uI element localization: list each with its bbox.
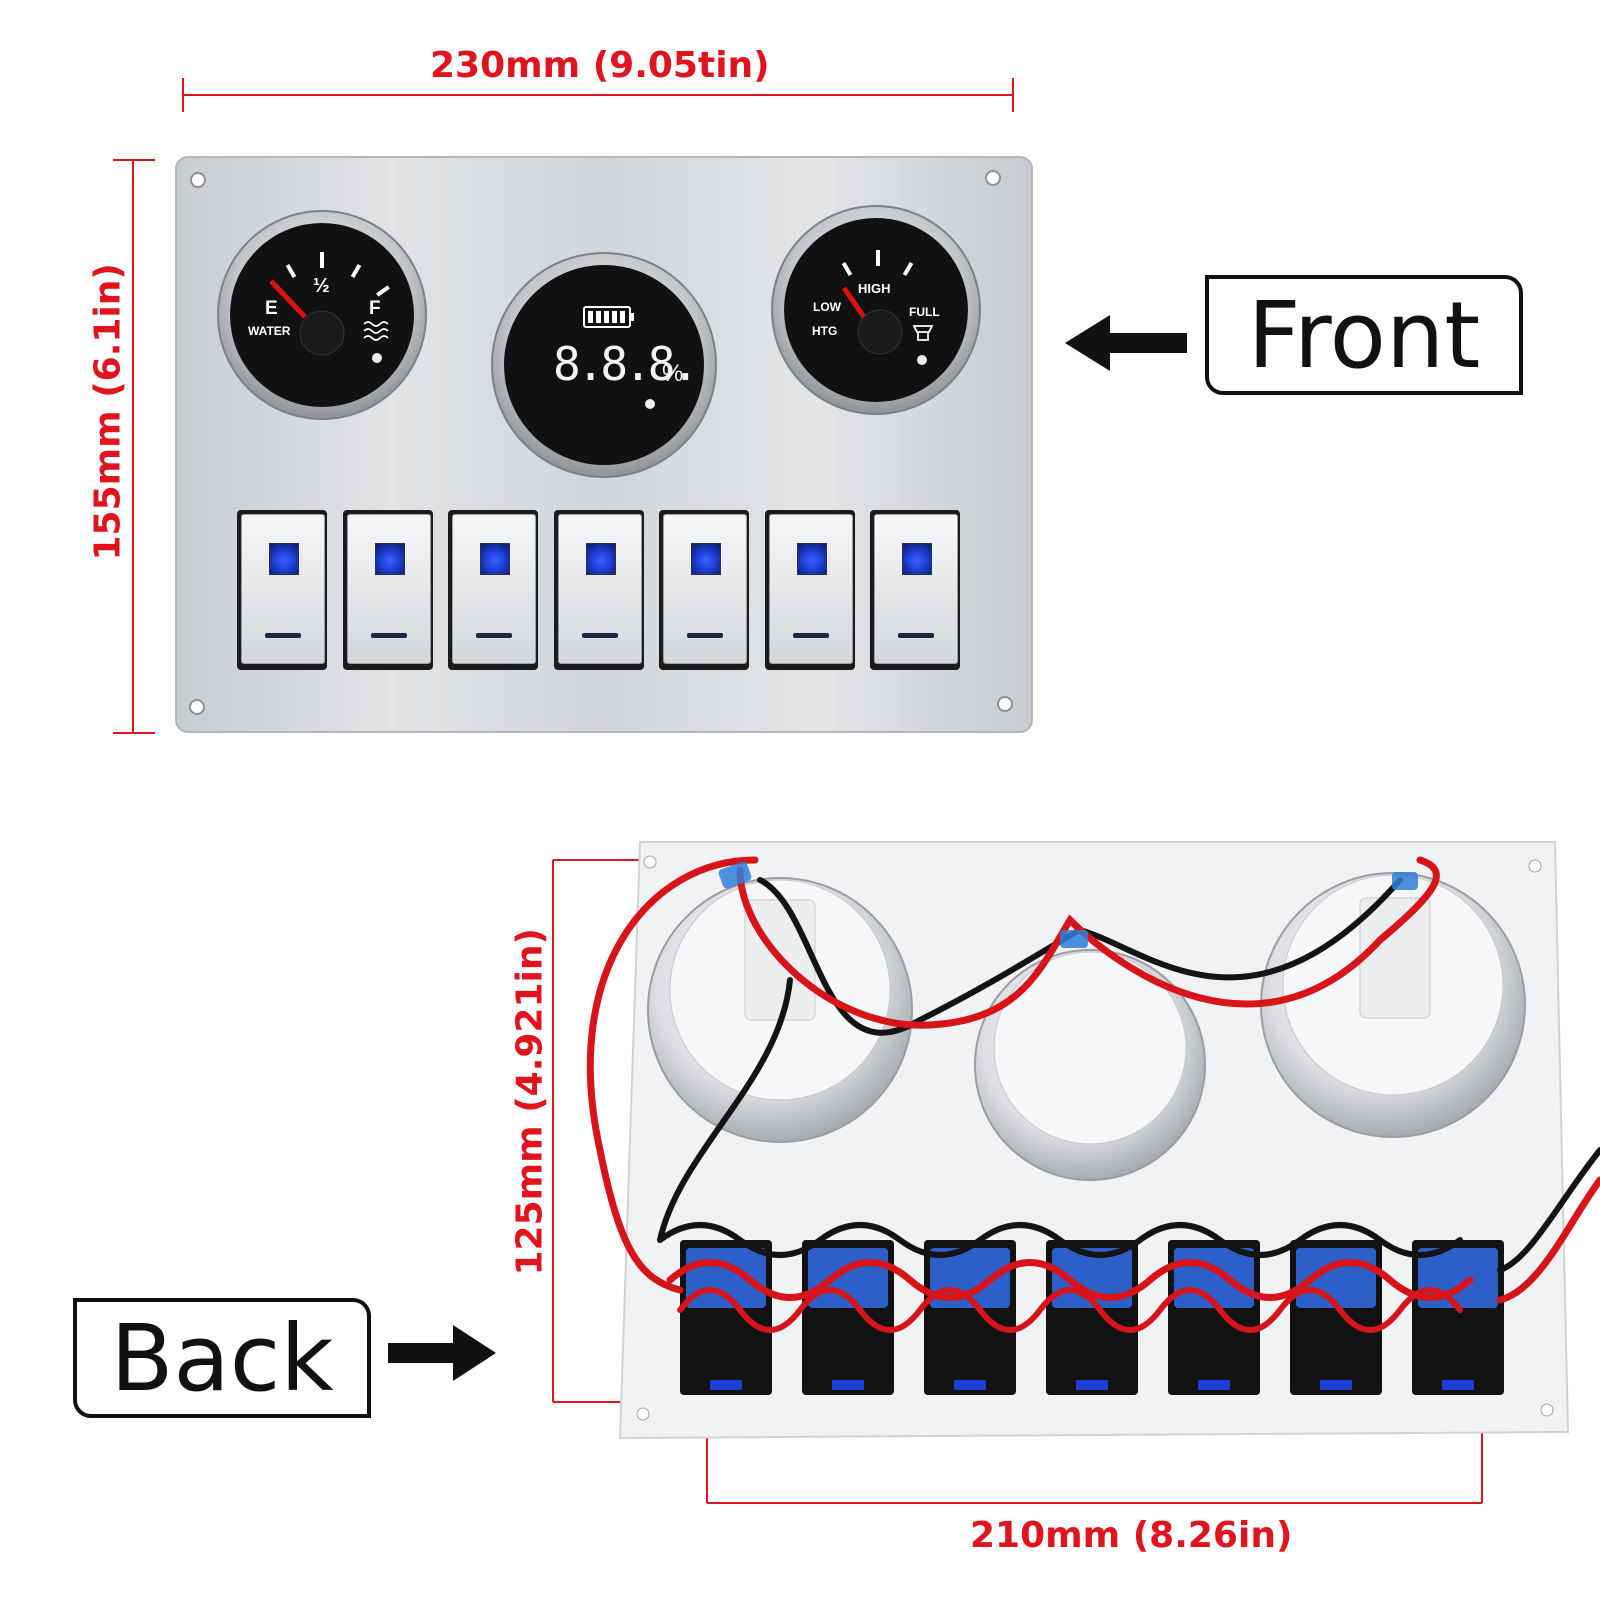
rocker-switch-3[interactable] <box>448 510 538 670</box>
rocker-switch-face <box>768 514 853 664</box>
rocker-switch-face <box>346 514 431 664</box>
switch-indicator-bar <box>581 633 618 638</box>
rocker-switch-7[interactable] <box>870 510 960 670</box>
front-tag: Front <box>1205 275 1523 395</box>
rocker-switch-face <box>874 514 958 664</box>
switch-tab <box>1442 1380 1474 1390</box>
back-width-label: 210mm (8.26in) <box>970 1515 1293 1556</box>
rocker-switch-2[interactable] <box>342 510 433 670</box>
switch-indicator-bar <box>370 633 407 638</box>
back-panel <box>586 841 1600 1440</box>
switch-indicator-bar <box>792 633 829 638</box>
rocker-switch-face <box>557 514 642 664</box>
switch-tab <box>1198 1380 1230 1390</box>
switch-tab <box>1076 1380 1108 1390</box>
switch-led-icon <box>374 543 405 575</box>
water-gauge-name: WATER <box>248 324 291 338</box>
water-gauge-half-label: ½ <box>313 275 330 297</box>
rocker-switch-face <box>452 514 536 664</box>
switch-tab <box>1320 1380 1352 1390</box>
rocker-switch-4[interactable] <box>553 510 644 670</box>
heating-gauge-low-label: LOW <box>813 300 841 314</box>
switch-indicator-bar <box>687 633 723 638</box>
rocker-switch-1[interactable] <box>237 510 327 670</box>
back-arrow-icon <box>388 1325 496 1381</box>
switch-indicator-bar <box>476 633 512 638</box>
rocker-switch-5[interactable] <box>659 510 749 670</box>
switch-indicator-bar <box>265 633 301 638</box>
water-gauge-full-label: F <box>369 298 381 319</box>
heating-gauge-name: HTG <box>812 324 838 338</box>
switch-tab <box>832 1380 864 1390</box>
switch-led-icon <box>269 543 299 575</box>
switch-led-icon <box>796 543 827 575</box>
back-tag: Back <box>73 1298 371 1418</box>
front-arrow-icon <box>1065 315 1187 371</box>
switch-led-icon <box>691 543 721 575</box>
switch-tab <box>710 1380 742 1390</box>
back-gauge-left <box>647 877 913 1143</box>
heating-gauge-high-label: HIGH <box>858 281 891 296</box>
water-gauge-empty-label: E <box>265 298 278 319</box>
switch-indicator-bar <box>898 633 934 638</box>
back-gauge-middle <box>974 949 1206 1181</box>
heating-gauge-full-label: FULL <box>909 305 940 319</box>
switch-led-icon <box>480 543 510 575</box>
switch-led-icon <box>902 543 932 575</box>
switch-led-icon <box>585 543 616 575</box>
digital-battery-gauge <box>491 252 717 478</box>
water-gauge <box>217 210 427 420</box>
heating-gauge <box>771 205 981 415</box>
rocker-switch-face <box>663 514 747 664</box>
digital-readout: 8.8.8. <box>553 337 699 391</box>
front-width-label: 230mm (9.05tin) <box>430 45 770 86</box>
rocker-switch-face <box>241 514 325 664</box>
back-gauge-right <box>1260 872 1526 1138</box>
switch-tab <box>954 1380 986 1390</box>
rocker-switch-6[interactable] <box>764 510 855 670</box>
digital-unit: % <box>662 360 684 387</box>
